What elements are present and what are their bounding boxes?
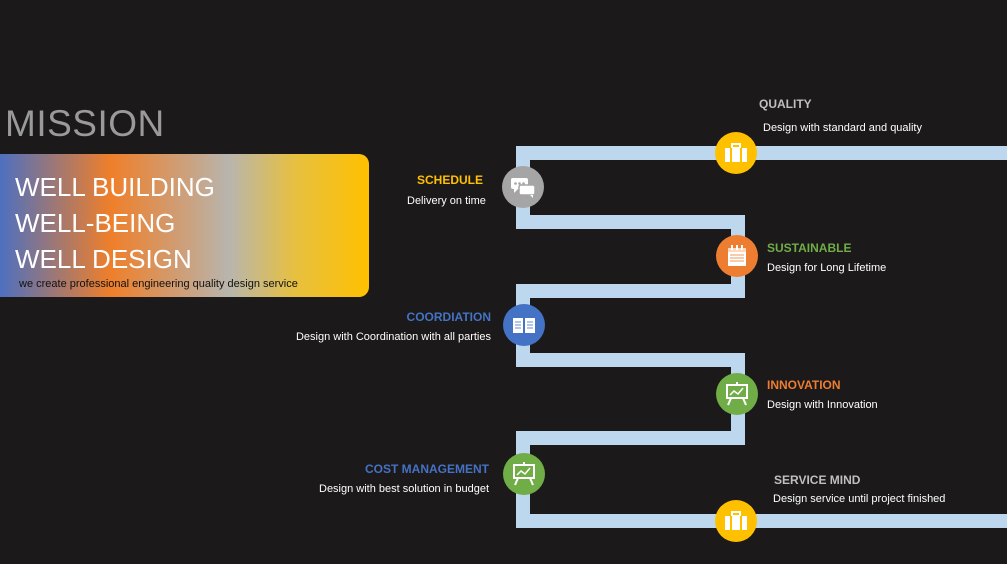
coordination-node [503, 304, 545, 346]
path-seg [516, 284, 745, 298]
innovation-description: Design with Innovation [767, 399, 878, 411]
coordination-description: Design with Coordination with all partie… [295, 331, 491, 343]
chat-bubbles-icon [511, 178, 536, 198]
cost-management-title: COST MANAGEMENT [365, 462, 489, 476]
sustainable-description: Design for Long Lifetime [767, 262, 887, 274]
schedule-title: SCHEDULE [417, 173, 484, 187]
schedule-node [502, 166, 544, 208]
coordination-title: COORDIATION [406, 310, 491, 324]
mission-title: MISSION [5, 103, 165, 144]
cost-management-node [503, 453, 545, 495]
cost-management-description: Design with best solution in budget [319, 483, 489, 495]
book-icon [513, 318, 535, 333]
banner-subtitle: we create professional engineering quali… [19, 278, 298, 290]
service-mind-title: SERVICE MIND [774, 473, 861, 487]
quality-node [715, 132, 757, 174]
calendar-icon [728, 245, 746, 266]
path-seg [516, 514, 1007, 528]
presentation-icon [513, 462, 535, 486]
innovation-title: INNOVATION [767, 378, 841, 392]
path-seg [516, 431, 745, 445]
briefcase-icon [725, 143, 747, 162]
banner-line-2: WELL-BEING [15, 208, 176, 238]
service-mind-node [715, 500, 757, 542]
quality-title: QUALITY [759, 97, 812, 111]
path-seg [516, 353, 745, 367]
path-segments [516, 146, 1007, 528]
path-seg [516, 146, 1007, 160]
briefcase-icon [725, 511, 747, 530]
quality-description: Design with standard and quality [763, 122, 922, 134]
presentation-icon [726, 382, 748, 406]
schedule-description: Delivery on time [407, 195, 486, 207]
sustainable-title: SUSTAINABLE [767, 241, 852, 255]
mission-banner: WELL BUILDING WELL-BEING WELL DESIGN we … [0, 154, 369, 297]
path-seg [516, 215, 745, 229]
service-mind-description: Design service until project finished [773, 493, 946, 505]
sustainable-node [716, 235, 758, 277]
banner-line-1: WELL BUILDING [15, 172, 215, 202]
banner-line-3: WELL DESIGN [15, 244, 192, 274]
innovation-node [716, 373, 758, 415]
